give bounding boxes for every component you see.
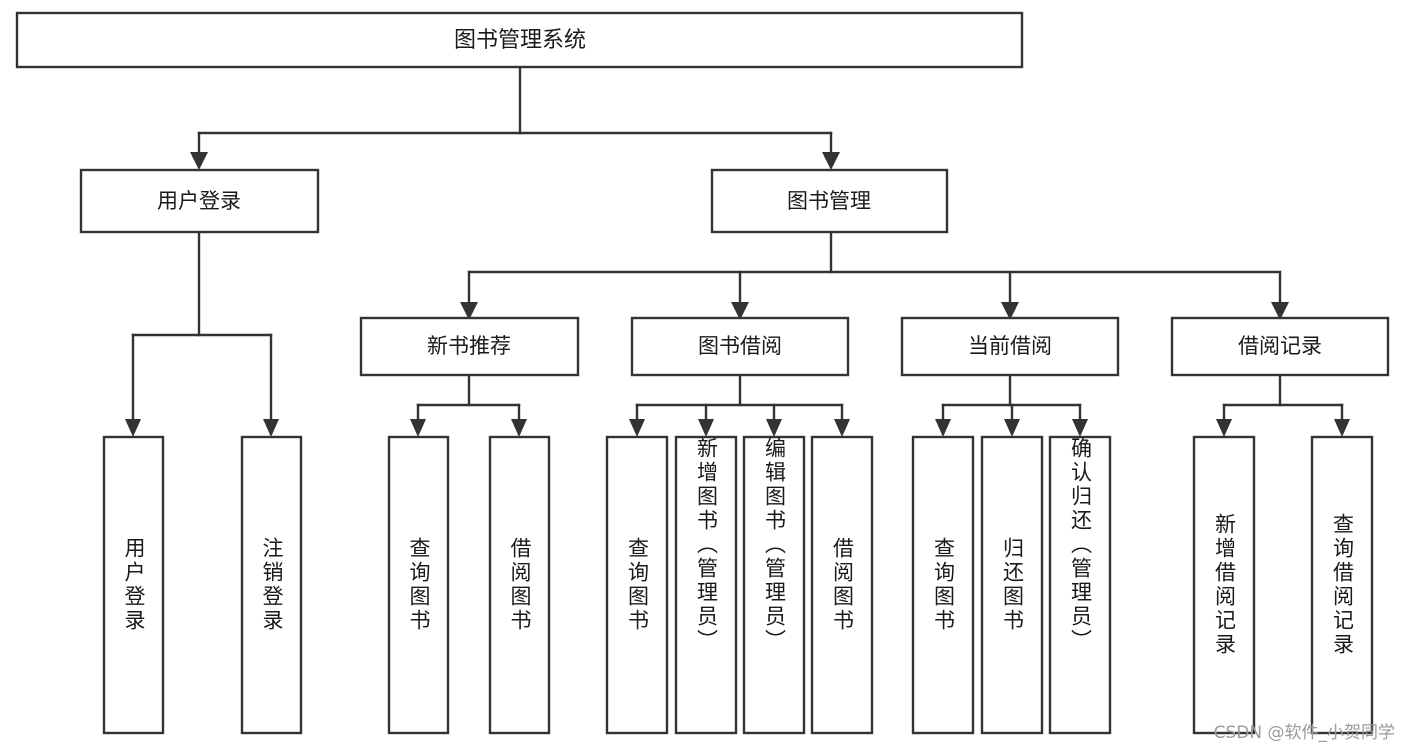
arrow-head-icon <box>1001 302 1019 320</box>
node-user-login[interactable] <box>79 168 320 234</box>
arrow-head-icon <box>834 419 850 437</box>
node-user-login-label: 用户登录 <box>157 189 241 213</box>
node-leaf-user-login[interactable] <box>102 435 165 735</box>
arrow-head-icon <box>698 419 714 437</box>
arrow-head-icon <box>125 419 141 437</box>
arrow-head-icon <box>731 302 749 320</box>
node-current-borrow[interactable] <box>900 316 1120 377</box>
node-leaf-query-book-recommend[interactable] <box>387 435 450 735</box>
arrow-head-icon <box>1271 302 1289 320</box>
arrow-head-icon <box>460 302 478 320</box>
node-root-label: 图书管理系统 <box>454 28 586 53</box>
node-leaf-query-borrow-record[interactable] <box>1310 435 1374 735</box>
node-new-book-recommend[interactable] <box>359 316 580 377</box>
node-book-borrow[interactable] <box>630 316 850 377</box>
arrow-head-icon <box>822 152 840 170</box>
node-leaf-add-book-admin[interactable] <box>674 435 738 735</box>
node-leaf-add-borrow-record[interactable] <box>1192 435 1256 735</box>
node-leaf-query-book-current[interactable] <box>911 435 975 735</box>
arrow-head-icon <box>263 419 279 437</box>
node-book-management-label: 图书管理 <box>787 189 871 213</box>
node-leaf-borrow-book[interactable] <box>810 435 874 735</box>
arrow-head-icon <box>629 419 645 437</box>
arrow-head-icon <box>410 419 426 437</box>
arrow-head-icon <box>766 419 782 437</box>
arrow-head-icon <box>1072 419 1088 437</box>
node-new-book-recommend-label: 新书推荐 <box>427 334 511 358</box>
node-current-borrow-label: 当前借阅 <box>968 334 1052 358</box>
node-borrow-record[interactable] <box>1170 316 1390 377</box>
arrow-head-icon <box>1004 419 1020 437</box>
node-leaf-logout[interactable] <box>240 435 303 735</box>
node-root[interactable] <box>15 11 1024 69</box>
node-leaf-query-book-borrow[interactable] <box>605 435 669 735</box>
arrow-head-icon <box>511 419 527 437</box>
arrow-head-icon <box>1334 419 1350 437</box>
arrow-head-icon <box>1216 419 1232 437</box>
arrow-head-icon <box>190 152 208 170</box>
node-leaf-return-book[interactable] <box>980 435 1044 735</box>
node-leaf-confirm-return-admin[interactable] <box>1048 435 1112 735</box>
arrow-head-icon <box>935 419 951 437</box>
node-leaf-borrow-book-recommend[interactable] <box>488 435 551 735</box>
node-book-borrow-label: 图书借阅 <box>698 334 782 358</box>
node-leaf-edit-book-admin[interactable] <box>742 435 806 735</box>
node-book-management[interactable] <box>710 168 949 234</box>
node-borrow-record-label: 借阅记录 <box>1238 334 1322 358</box>
